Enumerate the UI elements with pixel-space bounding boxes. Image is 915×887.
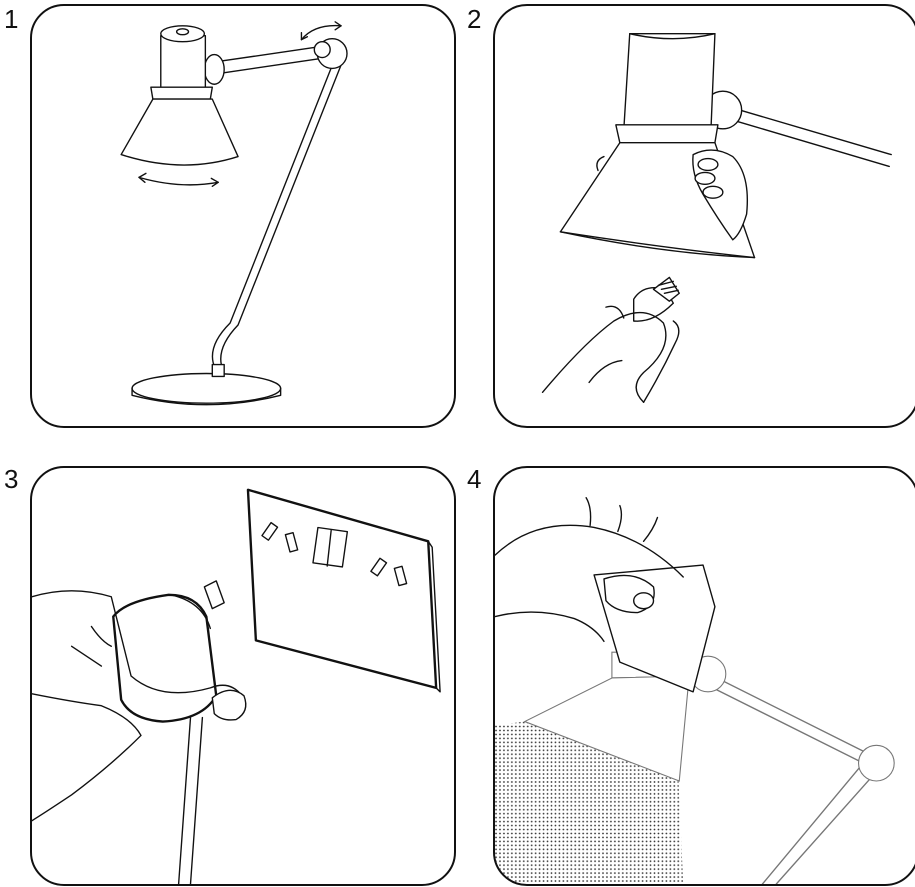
plug-socket-illustration bbox=[32, 468, 454, 884]
cleaning-illustration bbox=[495, 468, 915, 884]
step-number-3: 3 bbox=[4, 466, 18, 492]
desk-lamp-illustration bbox=[32, 6, 454, 426]
step-number-4: 4 bbox=[467, 466, 481, 492]
bulb-insertion-illustration bbox=[495, 6, 915, 426]
step-number-1: 1 bbox=[4, 6, 18, 32]
step-number-2: 2 bbox=[467, 6, 481, 32]
step-3-panel bbox=[30, 466, 456, 886]
step-2-panel bbox=[493, 4, 915, 428]
step-4-panel bbox=[493, 466, 915, 886]
step-1-panel bbox=[30, 4, 456, 428]
